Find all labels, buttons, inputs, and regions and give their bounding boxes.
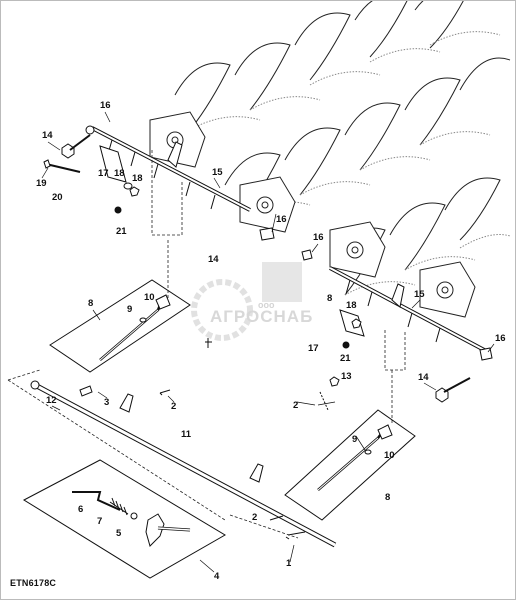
callout: 16 xyxy=(313,232,324,243)
watermark-brand: АГРОСНАБ xyxy=(210,307,313,326)
callout: 7 xyxy=(97,516,102,527)
callout: 4 xyxy=(214,571,220,582)
watermark: ооо АГРОСНАБ xyxy=(191,262,313,341)
callout: 19 xyxy=(36,178,47,189)
callout: 21 xyxy=(340,353,351,364)
callout: 20 xyxy=(52,192,63,203)
gear-icon xyxy=(191,279,253,341)
callout: 21 xyxy=(116,226,127,237)
callout: 15 xyxy=(212,167,223,178)
callout-leaders xyxy=(41,111,495,573)
callout: 12 xyxy=(46,395,57,406)
callout: 6 xyxy=(78,504,83,515)
callout: 17 xyxy=(98,168,109,179)
plate-bottom xyxy=(22,459,226,579)
callout: 18 xyxy=(346,300,357,311)
tractor-logo-icon xyxy=(262,262,302,302)
callout: 2 xyxy=(252,512,257,523)
callout: 17 xyxy=(308,343,319,354)
callout: 1 xyxy=(286,558,292,569)
callout: 11 xyxy=(181,429,192,440)
callout: 5 xyxy=(116,528,122,539)
upper-left-shaft xyxy=(91,126,275,241)
watermark-prefix: ооо xyxy=(258,300,275,310)
callout: 14 xyxy=(418,372,429,383)
callout: 2 xyxy=(171,401,176,412)
callout: 8 xyxy=(385,492,390,503)
callout: 3 xyxy=(104,397,109,408)
right-shaft xyxy=(301,249,493,403)
callout: 14 xyxy=(208,254,219,265)
callout: 18 xyxy=(132,173,143,184)
callout: 16 xyxy=(495,333,506,344)
callouts: 16 14 19 20 17 18 18 21 15 16 14 16 8 10… xyxy=(36,100,506,582)
callout: 10 xyxy=(384,450,395,461)
callout: 10 xyxy=(144,292,155,303)
callout: 9 xyxy=(127,304,132,315)
callout: 14 xyxy=(42,130,53,141)
callout: 13 xyxy=(341,371,352,382)
callout: 8 xyxy=(327,293,332,304)
callout: 16 xyxy=(100,100,111,111)
callout: 16 xyxy=(276,214,287,225)
main-rod xyxy=(30,338,340,548)
callout: 18 xyxy=(114,168,125,179)
diagram-code: ETN6178C xyxy=(10,578,57,588)
upper-left-fasteners xyxy=(43,125,140,214)
callout: 2 xyxy=(293,400,298,411)
callout: 9 xyxy=(352,434,357,445)
plate-right xyxy=(284,409,416,521)
plate-left xyxy=(49,279,191,373)
bearing-housings xyxy=(149,111,476,318)
callout: 15 xyxy=(414,289,425,300)
dashed-leaders xyxy=(7,150,406,539)
callout: 8 xyxy=(88,298,93,309)
